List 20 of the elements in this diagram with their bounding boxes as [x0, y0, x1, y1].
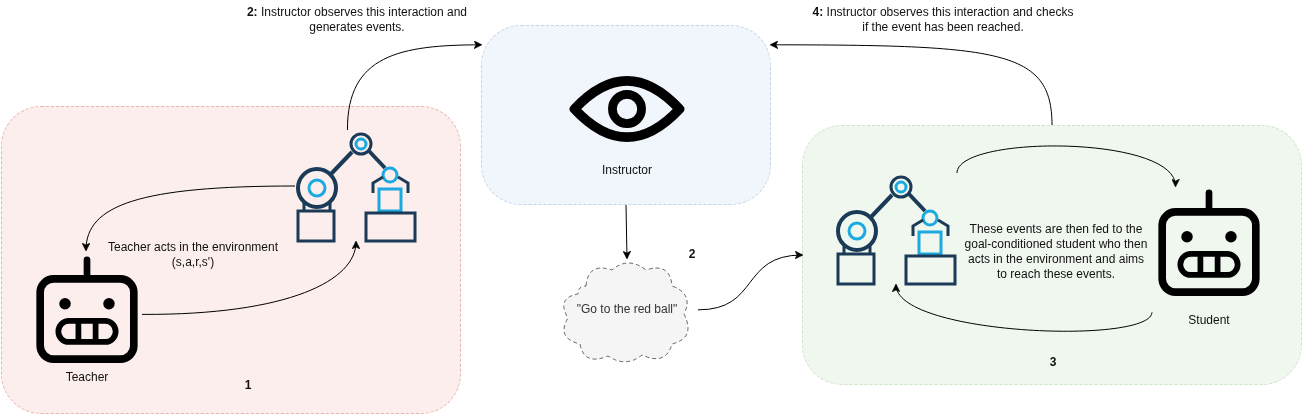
node-label: Student — [1187, 313, 1231, 328]
arrow — [956, 145, 1178, 188]
panel — [802, 125, 1302, 385]
node-label: Teacher — [64, 370, 110, 385]
arrow — [141, 240, 360, 315]
step-number: 2 — [687, 247, 697, 262]
annotation-text: These events are then fed to the goal-conditioned student who then acts in the environment and aims to reach these events. — [963, 222, 1149, 282]
step-number: 1 — [243, 378, 253, 393]
node-label: "Go to the red ball" — [575, 302, 679, 317]
annotation-text: Teacher acts in the environment (s,a,r,s') — [106, 240, 280, 270]
node-label: Instructor — [601, 163, 653, 178]
arrow — [82, 185, 296, 252]
step-number: 3 — [1048, 355, 1058, 370]
panel — [481, 25, 771, 205]
panel — [1, 106, 461, 414]
arrow — [622, 204, 632, 260]
arrow — [769, 40, 1053, 126]
arrow — [894, 283, 1153, 332]
arrow — [346, 40, 483, 131]
arrow — [697, 251, 804, 311]
